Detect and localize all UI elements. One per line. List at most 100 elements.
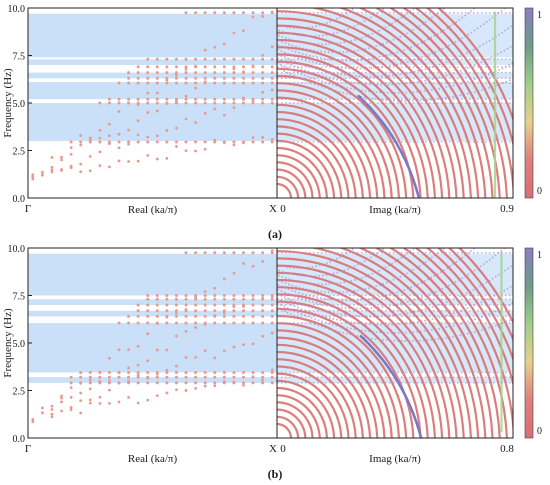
data-point (127, 395, 130, 399)
data-point (261, 370, 265, 374)
data-point (127, 160, 130, 163)
data-point (165, 348, 169, 352)
band-region (277, 82, 513, 100)
imag-curve (277, 307, 408, 438)
data-point (136, 140, 140, 144)
data-point (184, 140, 188, 144)
data-point (50, 408, 54, 411)
data-point (155, 314, 159, 318)
data-point (184, 65, 188, 69)
data-point (203, 80, 207, 84)
data-point (60, 155, 63, 159)
data-point (194, 295, 197, 299)
data-point (165, 97, 169, 101)
data-point (146, 376, 150, 380)
data-point (136, 65, 140, 69)
data-point (270, 57, 274, 61)
data-point (213, 381, 217, 385)
data-point (108, 134, 111, 138)
data-point (165, 71, 169, 75)
data-point (155, 134, 159, 138)
data-point (136, 103, 140, 106)
data-point (98, 395, 102, 399)
data-point (203, 290, 207, 294)
data-point (136, 159, 140, 163)
data-point (213, 57, 217, 61)
data-point (136, 303, 140, 307)
data-point (261, 90, 265, 94)
data-point (117, 159, 121, 163)
data-point (31, 175, 35, 179)
x-tick-label-max: 0.8 (500, 443, 514, 455)
data-point (251, 370, 255, 374)
band-region (28, 299, 277, 305)
y-tick-label: 7.5 (13, 52, 26, 63)
imag-axes-frame (276, 7, 514, 199)
data-point (174, 140, 178, 144)
data-point (222, 57, 226, 61)
data-point (261, 140, 265, 144)
data-point (50, 168, 54, 172)
data-point (50, 404, 54, 408)
imag-curve (388, 248, 501, 438)
data-point (127, 140, 131, 144)
data-point (184, 389, 188, 392)
imag-curve (374, 8, 494, 198)
imag-part-curves (277, 248, 513, 438)
data-point (261, 260, 265, 263)
data-point (222, 380, 226, 384)
colorbar (524, 7, 534, 199)
data-point (222, 294, 226, 297)
data-point (165, 381, 169, 385)
data-point (117, 81, 121, 85)
data-point (203, 48, 207, 52)
data-point (261, 101, 265, 105)
data-point (136, 76, 140, 80)
data-point (146, 76, 150, 80)
data-point (194, 370, 198, 374)
data-point (232, 57, 236, 61)
data-point (241, 101, 245, 105)
imag-curve (277, 284, 513, 326)
imag-curve (277, 314, 400, 438)
band-region (28, 72, 277, 79)
data-point (203, 101, 207, 105)
imag-curve (277, 132, 343, 198)
data-point (203, 314, 207, 318)
data-point (251, 99, 255, 102)
data-point (146, 381, 150, 385)
data-point (98, 375, 102, 379)
data-point (136, 375, 140, 379)
y-axis-label: Frequency (Hz) (2, 308, 14, 378)
data-point (136, 133, 140, 137)
data-point (117, 321, 121, 325)
data-point (261, 294, 265, 297)
data-point (155, 294, 159, 297)
data-point (194, 326, 197, 329)
data-point (174, 71, 178, 75)
data-point (241, 375, 245, 379)
imag-curve (277, 46, 429, 198)
data-point (184, 381, 188, 385)
data-point (146, 398, 150, 402)
data-point (88, 387, 92, 391)
imag-curve (401, 248, 508, 438)
data-point (79, 162, 83, 166)
imag-curve (277, 139, 336, 198)
data-point (155, 65, 159, 69)
data-point (165, 294, 169, 297)
x-tick-label-zero: 0 (280, 443, 286, 455)
data-point (88, 378, 92, 382)
data-point (174, 303, 178, 307)
data-point (174, 370, 178, 374)
data-point (155, 309, 159, 313)
data-point (127, 142, 130, 146)
data-point (251, 381, 255, 385)
band-region (28, 13, 277, 58)
data-point (127, 379, 130, 383)
y-tick-label: 7.5 (13, 292, 26, 303)
data-point (31, 420, 35, 424)
data-point (232, 314, 236, 318)
x-tick-label-gamma: Γ (25, 443, 31, 455)
data-point (165, 303, 169, 307)
